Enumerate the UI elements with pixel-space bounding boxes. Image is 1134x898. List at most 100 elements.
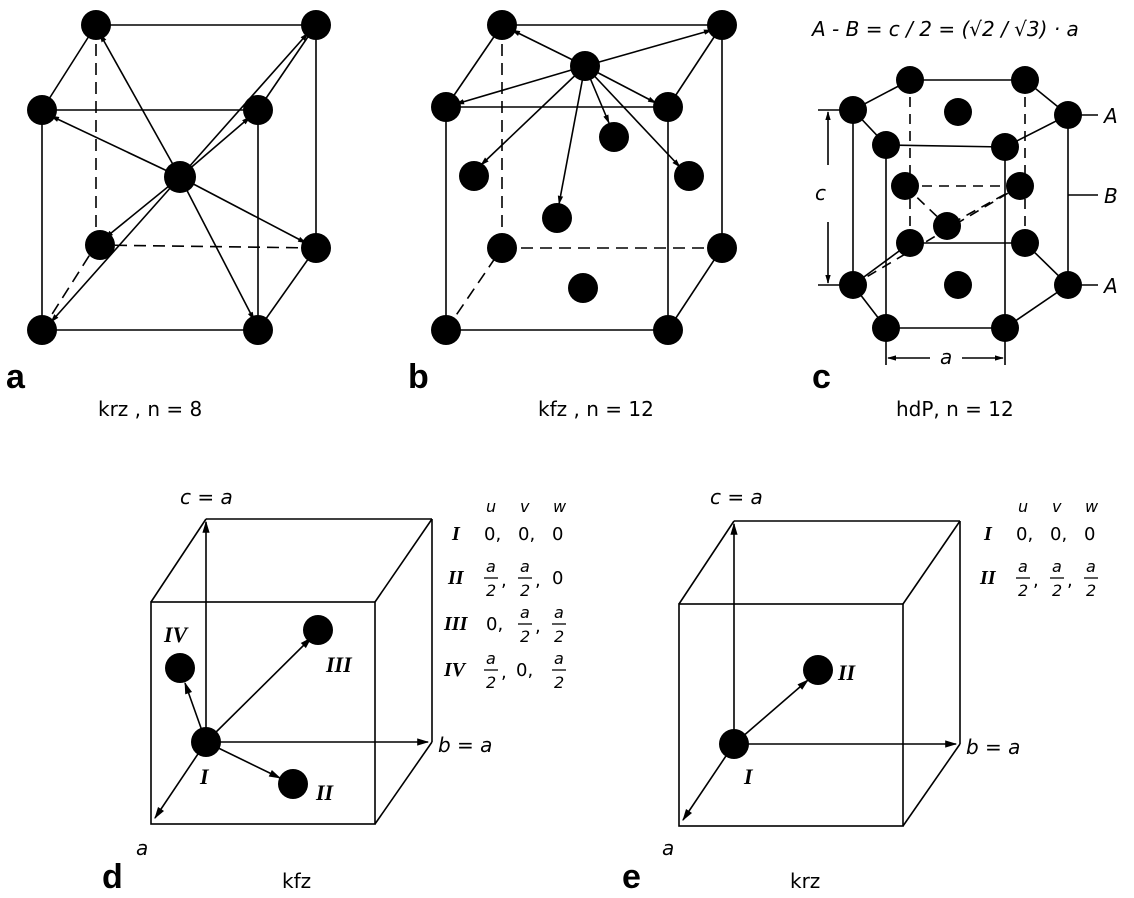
atom [944,271,972,299]
svg-text:2: 2 [520,581,530,600]
atom-label-I: I [199,764,210,789]
table-header-u: u [486,497,496,516]
atom-I [719,729,749,759]
atom-label-II: II [315,780,335,805]
atom-label-II: II [837,660,857,685]
cell-u: 0, [486,614,503,635]
svg-text:,: , [1067,570,1073,591]
fraction-a-over-2: a 2 , [1016,557,1039,600]
fraction-a-over-2: a 2 , [518,603,541,646]
fraction-a-over-2: a 2 , [1050,557,1073,600]
atom [839,271,867,299]
table-header-u: u [1018,497,1028,516]
atom-label-I: I [743,764,754,789]
layer-label-b: B [1104,184,1118,208]
axis-b-label: b = a [966,735,1020,759]
atom [1011,66,1039,94]
dim-a-label: a [940,345,952,369]
svg-text:,: , [501,662,507,683]
atom [301,233,331,263]
svg-text:a: a [520,603,530,622]
atom [991,133,1019,161]
atom-II [278,769,308,799]
panel-a-letter: a [6,358,26,396]
panel-e-unit-cell [678,520,961,827]
panel-c-caption: hdP, n = 12 [896,397,1014,421]
panel-d-caption: kfz [282,869,311,893]
axis-a-label: a [662,836,674,860]
atom-label-IV: IV [163,622,190,647]
fraction-a-over-2: a 2 , [484,557,507,600]
cell-u: 0, [1016,524,1033,545]
atom [599,122,629,152]
atom [487,10,517,40]
atom-IV [165,653,195,683]
cell-v: 0, [516,660,533,681]
atom [431,315,461,345]
table-header-w: w [553,497,567,516]
fraction-a-over-2: a 2 , [518,557,541,600]
cell-u: 0, [484,524,501,545]
panel-c-atoms [839,66,1082,342]
panel-c-letter: c [812,358,831,396]
atom [243,315,273,345]
axis-b-label: b = a [438,733,492,757]
svg-text:2: 2 [554,627,564,646]
atom [872,131,900,159]
svg-text:,: , [1033,570,1039,591]
svg-text:a: a [1052,557,1062,576]
fraction-a-over-2: a 2 [1084,557,1098,600]
axis-a-label: a [136,836,148,860]
atom [1006,172,1034,200]
panel-b-atoms [431,10,737,345]
dim-c-label: c [815,181,826,205]
row-id: IV [443,659,467,681]
svg-text:,: , [501,570,507,591]
panel-e-letter: e [622,858,641,896]
atom [459,161,489,191]
atom [542,203,572,233]
svg-text:2: 2 [486,673,496,692]
row-id: II [979,567,997,589]
layer-label-a-top: A [1102,104,1118,128]
atom [707,10,737,40]
hcp-formula: A - B = c / 2 = (√2 / √3) · a [810,17,1079,41]
atom [1054,101,1082,129]
layer-label-a-bottom: A [1102,274,1118,298]
fraction-a-over-2: a 2 [552,649,566,692]
atom-III [303,615,333,645]
atom [568,273,598,303]
panel-a-caption: krz , n = 8 [98,397,202,421]
panel-e-caption: krz [790,869,820,893]
atom [1054,271,1082,299]
svg-text:2: 2 [1052,581,1062,600]
atom [301,10,331,40]
cell-w: 0 [552,568,563,589]
panel-d-unit-cell [150,518,433,825]
atom [653,92,683,122]
svg-text:a: a [1086,557,1096,576]
panel-d-atoms [165,615,333,799]
row-id: II [447,567,465,589]
atom [27,95,57,125]
cell-w: 0 [552,524,563,545]
fraction-a-over-2: a 2 [552,603,566,646]
atom [933,212,961,240]
fraction-a-over-2: a 2 , [484,649,507,692]
atom [487,233,517,263]
atom [839,96,867,124]
atom [27,315,57,345]
svg-text:2: 2 [486,581,496,600]
cell-v: 0, [1050,524,1067,545]
atom-II [803,655,833,685]
atom [431,92,461,122]
atom [707,233,737,263]
axis-c-label: c = a [710,485,763,509]
cell-w: 0 [1084,524,1095,545]
axis-c-label: c = a [180,485,233,509]
panel-a-atoms [27,10,331,345]
row-id: I [983,523,993,545]
panel-e-coordinate-table: u v w I 0, 0, 0 II a 2 , a 2 , a 2 [979,497,1099,600]
atom [85,230,115,260]
atom [872,314,900,342]
